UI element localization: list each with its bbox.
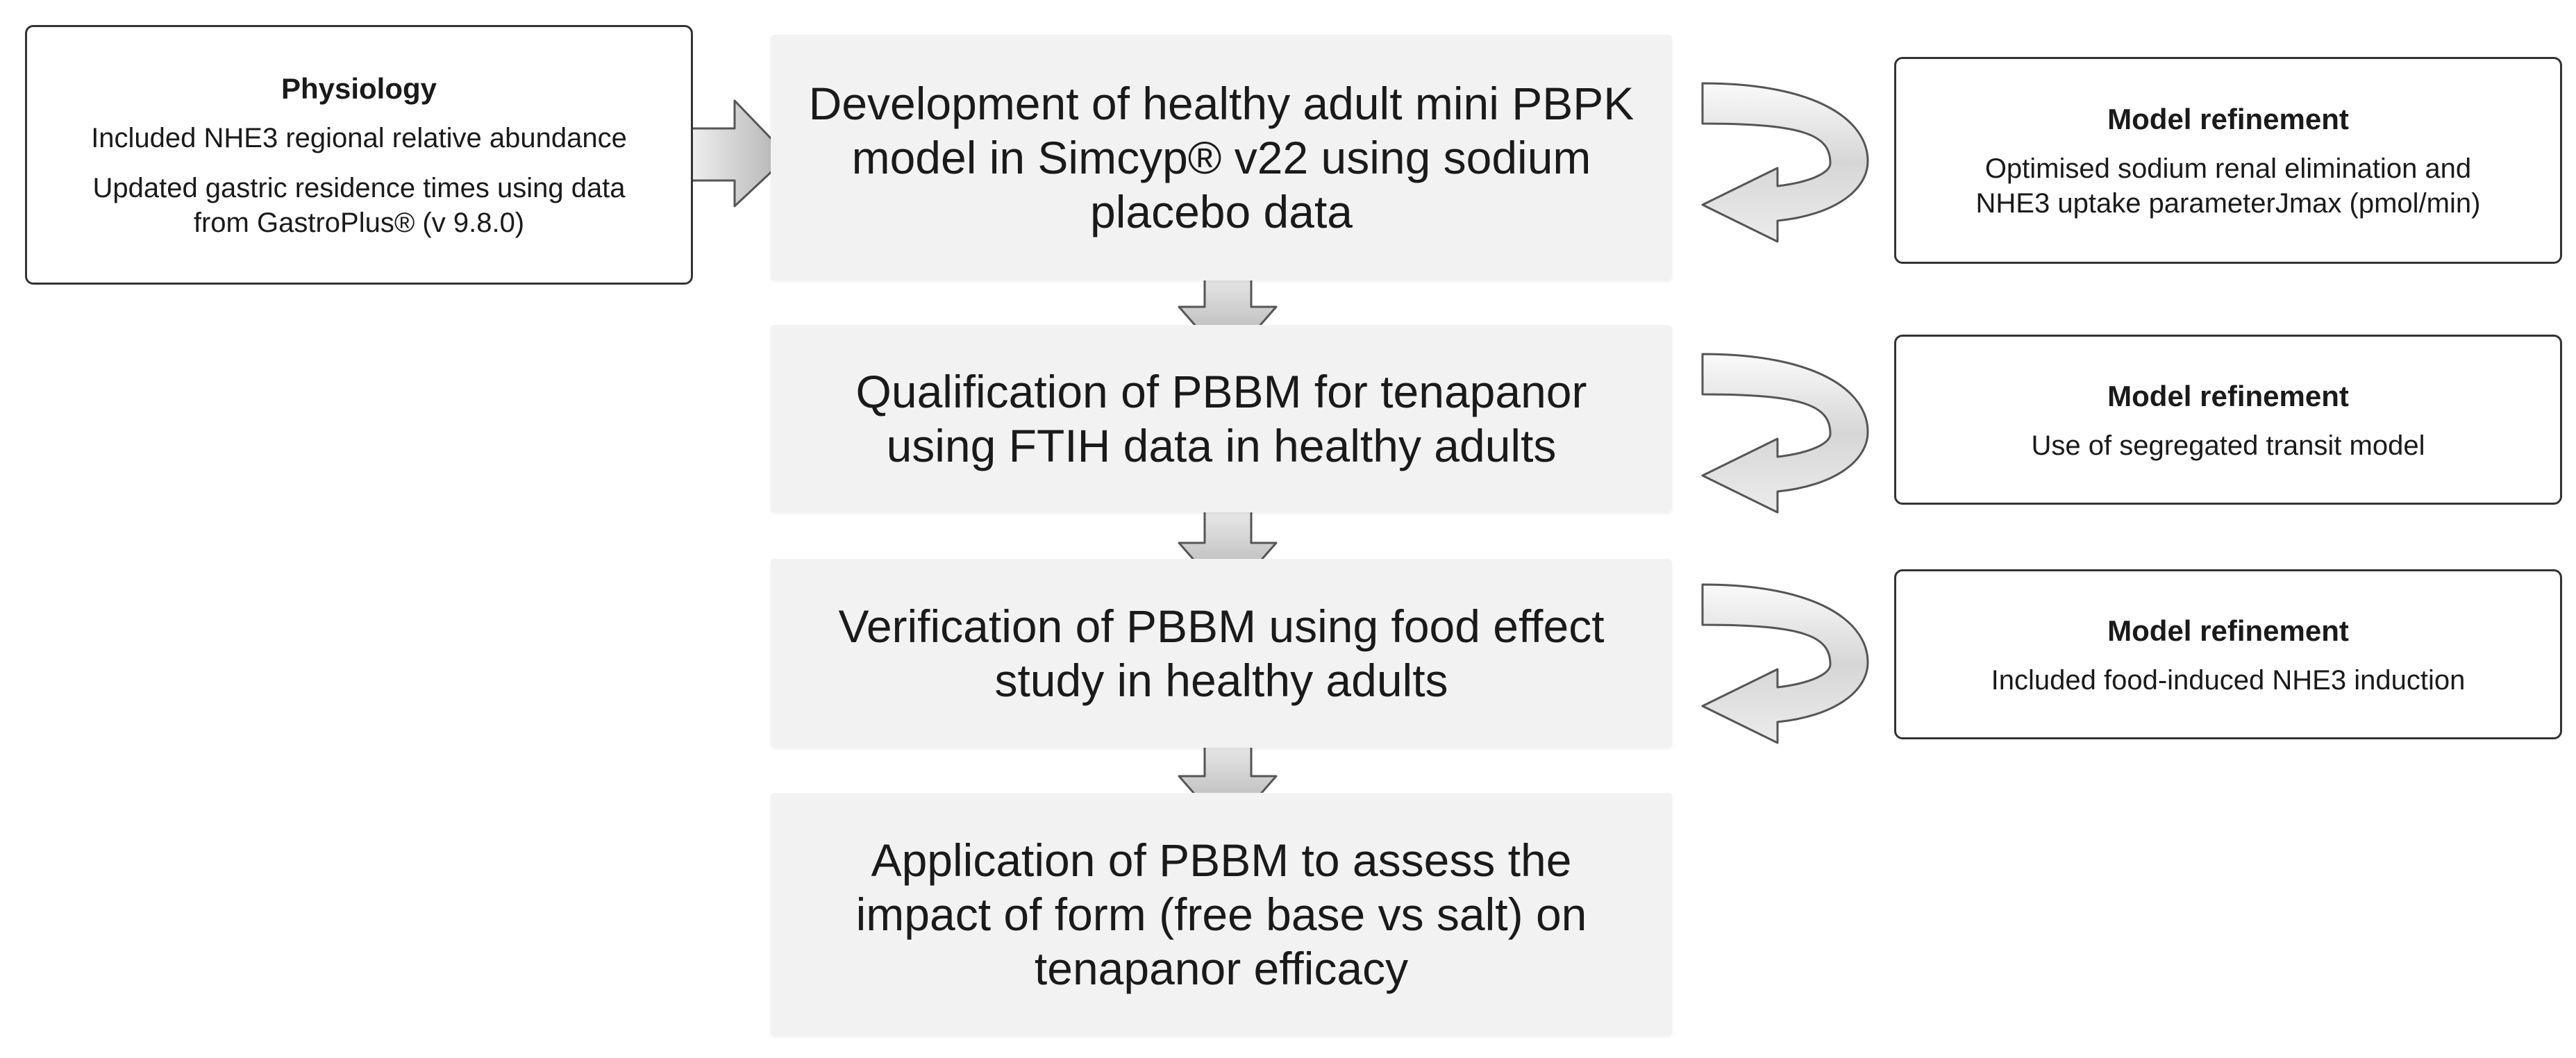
step-application: Application of PBBM to assess the impact… xyxy=(771,793,1672,1036)
model-refinement-box-3: Model refinement Included food-induced N… xyxy=(1894,569,2562,739)
refinement-3-title: Model refinement xyxy=(2107,614,2349,647)
physiology-line-2b: from GastroPlus® (v 9.8.0) xyxy=(193,208,525,238)
refinement-1-title: Model refinement xyxy=(2107,103,2349,135)
curved-feedback-arrow-icon-1 xyxy=(1701,82,1869,243)
physiology-line-1: Included NHE3 regional relative abundanc… xyxy=(91,123,627,153)
physiology-line-2a: Updated gastric residence times using da… xyxy=(92,173,626,203)
step-4-line-2: impact of form (free base vs salt) on xyxy=(855,889,1587,940)
refinement-1-line-1: Optimised sodium renal elimination and xyxy=(1984,153,2472,184)
curved-feedback-arrow-icon-2 xyxy=(1701,353,1869,514)
refinement-1-line-2: NHE3 uptake parameterJmax (pmol/min) xyxy=(1975,188,2481,219)
physiology-title: Physiology xyxy=(281,72,437,105)
step-verification: Verification of PBBM using food effect s… xyxy=(771,559,1672,748)
step-2-line-1: Qualification of PBBM for tenapanor xyxy=(855,366,1587,417)
refinement-2-line-1: Use of segregated transit model xyxy=(2031,430,2425,461)
step-1-line-2: model in Simcyp® v22 using sodium xyxy=(851,132,1591,183)
step-2-line-2: using FTIH data in healthy adults xyxy=(886,420,1557,471)
step-development: Development of healthy adult mini PBPK m… xyxy=(771,35,1672,280)
refinement-2-title: Model refinement xyxy=(2107,379,2349,412)
step-3-line-2: study in healthy adults xyxy=(994,655,1448,706)
model-refinement-box-2: Model refinement Use of segregated trans… xyxy=(1894,335,2562,505)
step-1-line-1: Development of healthy adult mini PBPK xyxy=(808,78,1634,129)
curved-feedback-arrow-icon-3 xyxy=(1701,583,1869,744)
refinement-3-line-1: Included food-induced NHE3 induction xyxy=(1991,664,2466,696)
step-1-line-3: placebo data xyxy=(1090,186,1353,237)
step-3-line-1: Verification of PBBM using food effect xyxy=(838,601,1605,652)
physiology-box: Physiology Included NHE3 regional relati… xyxy=(25,25,693,285)
model-refinement-box-1: Model refinement Optimised sodium renal … xyxy=(1894,57,2562,264)
step-4-line-3: tenapanor efficacy xyxy=(1034,943,1409,994)
step-4-line-1: Application of PBBM to assess the xyxy=(871,834,1572,886)
step-qualification: Qualification of PBBM for tenapanor usin… xyxy=(771,325,1672,512)
